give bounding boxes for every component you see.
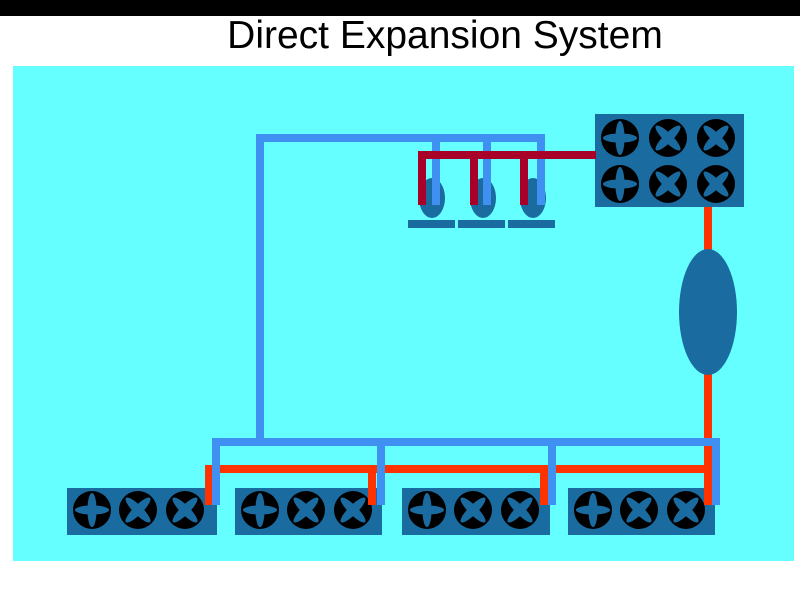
evaporator-1-fan-blade [125, 497, 151, 523]
compressor-2-stand [458, 220, 505, 228]
evaporator-4-fan-blade [626, 497, 652, 523]
receiver [679, 249, 737, 375]
slide-title: Direct Expansion System [227, 14, 663, 57]
suction-riser-and-top-header [256, 134, 545, 446]
evaporator-3-fan-blade [460, 497, 486, 523]
condenser-fan-blade [703, 171, 729, 197]
evaporator-1-fan-blade [172, 497, 198, 523]
evaporator-2-fan-blade [293, 497, 319, 523]
condenser-fan-blade [655, 171, 681, 197]
top-letterbox-bar [0, 0, 800, 16]
evaporator-2-fan-blade [255, 492, 265, 528]
evaporator-3-fan-blade [422, 492, 432, 528]
evaporator-3-fan-blade [507, 497, 533, 523]
compressor-1-stand [408, 220, 455, 228]
evaporator-1-fan-blade [87, 492, 97, 528]
compressor-3-stand [508, 220, 555, 228]
evaporator-4-fan-blade [673, 497, 699, 523]
evaporator-4-fan-blade [588, 492, 598, 528]
condenser-fan-blade [655, 125, 681, 151]
evaporator-2-fan-blade [340, 497, 366, 523]
suction-header-bottom [212, 438, 720, 505]
discharge-header [418, 151, 596, 205]
condenser-fan-blade [615, 120, 625, 156]
condenser-fan-blade [703, 125, 729, 151]
condenser-fan-blade [615, 166, 625, 202]
